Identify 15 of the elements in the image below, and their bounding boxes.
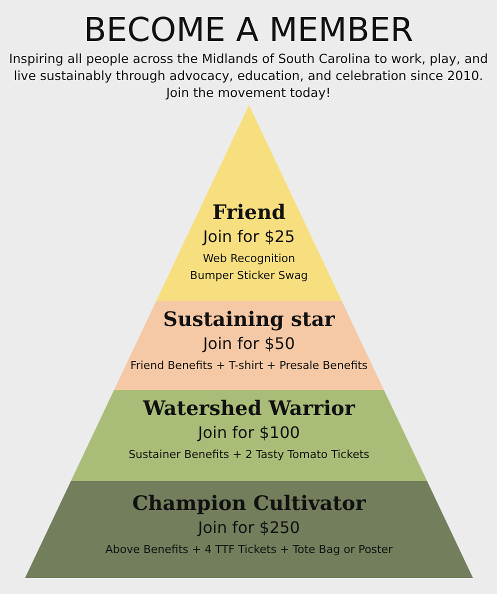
tier-price: Join for $50	[203, 333, 295, 355]
tier-name: Watershed Warrior	[143, 396, 355, 420]
benefit-text: Above Benefits + 4 TTF Tickets + Tote Bag or Poster	[105, 542, 393, 558]
benefit-text: Web Recognition	[202, 251, 296, 267]
benefit-text: Friend Benefits + T-shirt + Presale Benefits	[130, 358, 368, 374]
tier-price: Join for $250	[198, 517, 300, 539]
tier-name: Champion Cultivator	[132, 491, 366, 515]
tier-name: Sustaining star	[163, 307, 335, 331]
page-title: BECOME A MEMBER	[82, 10, 414, 49]
benefit-text: Bumper Sticker Swag	[190, 268, 308, 284]
intro-paragraph: Inspiring all people across the Midlands of South Carolina to work, play, and live sustainably through advocacy, education, and celebration since 2010. Join the movement today!	[8, 50, 490, 101]
benefit-text: Sustainer Benefits + 2 Tasty Tomato Tickets	[128, 447, 370, 463]
tier-price: Join for $25	[203, 226, 295, 248]
tier-name: Friend	[212, 200, 286, 224]
tier-price: Join for $100	[198, 422, 300, 444]
